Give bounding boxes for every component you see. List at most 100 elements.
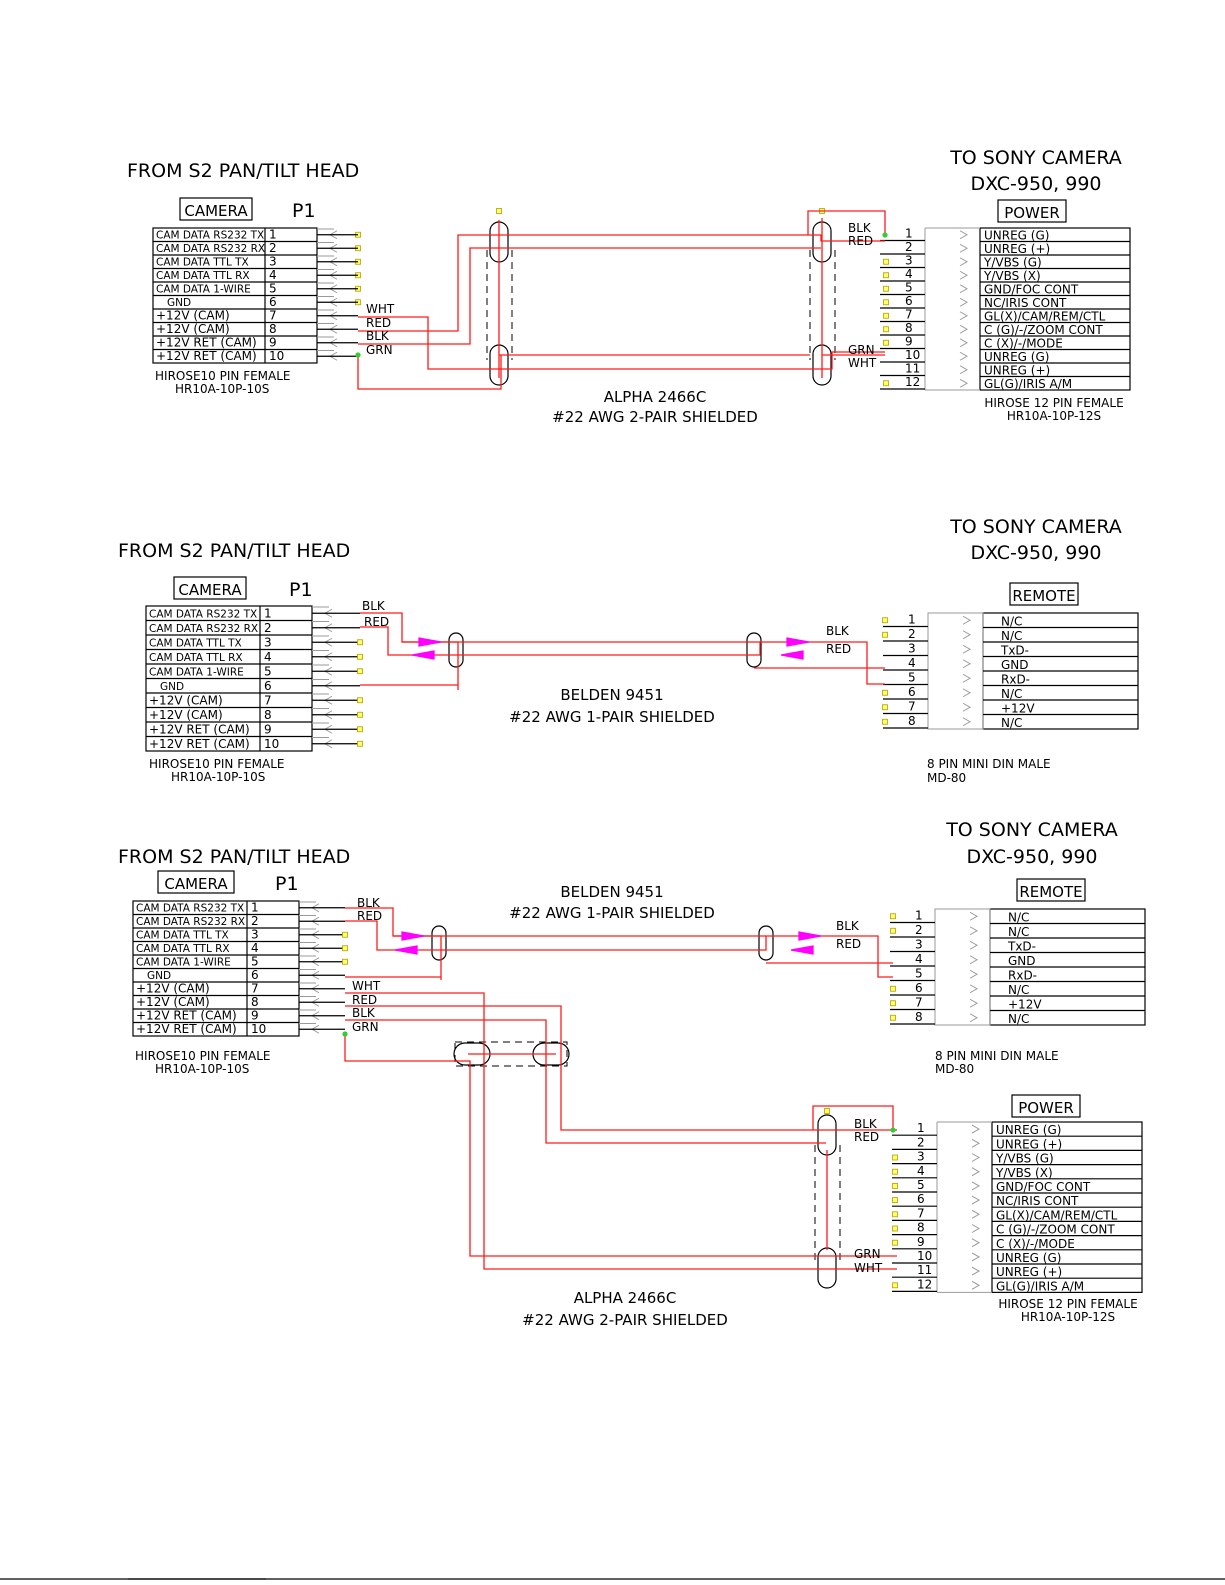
camera-pin-label: +12V (CAM) [149, 694, 223, 708]
wire-grn [344, 1034, 897, 1257]
socket-chevron [971, 1124, 981, 1134]
belden-awg-label-3: #22 AWG 1-PAIR SHIELDED [509, 904, 715, 922]
terminal-marker [883, 380, 889, 387]
socket-chevron [962, 615, 972, 625]
terminal-marker [357, 653, 363, 660]
camera-title-1-frame [179, 197, 253, 221]
terminal-marker [357, 639, 363, 646]
power-pin-label: NC/IRIS CONT [996, 1194, 1079, 1208]
wire-label-blk-3d: BLK [854, 1117, 878, 1131]
socket-chevron [959, 230, 969, 240]
remote-pin-number: 6 [915, 981, 923, 995]
power-pin-number: 1 [917, 1121, 925, 1135]
camera-pin-number: 3 [264, 636, 272, 650]
remote-pin-label: GND [1001, 658, 1029, 672]
socket-chevron [959, 270, 969, 280]
camera-pin-label: CAM DATA 1-WIRE [149, 667, 244, 679]
wire-label-grn-1b: GRN [848, 343, 875, 357]
camera-pin-number: 2 [251, 914, 259, 928]
remote-pin-number: 8 [908, 714, 916, 728]
power-pin-number: 10 [917, 1249, 932, 1263]
camera-pin-number: 4 [269, 268, 277, 282]
camera-pin-number: 9 [269, 336, 277, 350]
signal-arrow-right [786, 637, 810, 647]
power-pin-number: 9 [905, 335, 913, 349]
remote-gray-frame [934, 908, 991, 1026]
wire-label-grn-3: GRN [352, 1020, 379, 1034]
power-title-1-frame [997, 199, 1067, 223]
power-pin-label: UNREG (G) [984, 350, 1049, 364]
power-pin-number: 9 [917, 1235, 925, 1249]
wire-red [360, 626, 885, 685]
camera-pin-number: 3 [251, 928, 259, 942]
remote-pin-label: N/C [1008, 925, 1029, 939]
remote-pin-number: 3 [908, 642, 916, 656]
wire-label-red-3c: RED [352, 993, 377, 1007]
wire-label-wht-3b: WHT [854, 1261, 883, 1275]
power-title-1: POWER [1004, 204, 1060, 222]
remote-pin-number: 1 [908, 613, 916, 627]
terminal-marker [357, 726, 363, 733]
shield-dashed-box [454, 1041, 568, 1067]
terminal-marker [883, 258, 889, 265]
power-pin-label: GL(G)/IRIS A/M [996, 1279, 1084, 1293]
camera-title-3: CAMERA [164, 875, 228, 893]
hirose12-label-3: HIROSE 12 PIN FEMALE [998, 1297, 1137, 1311]
terminal-marker [357, 668, 363, 675]
mini-din-label-3: 8 PIN MINI DIN MALE [935, 1049, 1059, 1063]
terminal-marker [882, 617, 888, 624]
remote-pin-label: N/C [1008, 911, 1029, 925]
from-label-2: FROM S2 PAN/TILT HEAD [118, 540, 350, 562]
socket-chevron [962, 688, 972, 698]
wire-label-grn-3b: GRN [854, 1247, 881, 1261]
socket-chevron [969, 969, 979, 979]
wire-loop [807, 210, 886, 235]
wire-red [345, 1005, 897, 1131]
socket-chevron [971, 1280, 981, 1290]
from-label-1: FROM S2 PAN/TILT HEAD [127, 160, 359, 182]
terminal-marker [883, 312, 889, 319]
socket-chevron [959, 284, 969, 294]
remote-pin-number: 7 [908, 700, 916, 714]
wire-label-blk-3b: BLK [836, 919, 860, 933]
socket-chevron [969, 911, 979, 921]
power-pin-number: 8 [905, 321, 913, 335]
power-pin-label: UNREG (G) [996, 1123, 1061, 1137]
camera-pin-label: +12V RET (CAM) [149, 737, 250, 751]
socket-chevron [959, 311, 969, 321]
remote-title-2-frame [1009, 582, 1079, 606]
alpha-awg-label-3: #22 AWG 2-PAIR SHIELDED [522, 1311, 728, 1329]
camera-pin-label: CAM DATA TTL TX [136, 930, 229, 942]
socket-chevron [969, 940, 979, 950]
power-pin-number: 7 [917, 1206, 925, 1220]
terminal-marker [890, 1000, 896, 1007]
terminal-marker [882, 718, 888, 725]
socket-chevron [971, 1238, 981, 1248]
power-pin-number: 7 [905, 308, 913, 322]
camera-pin-label: +12V RET (CAM) [156, 349, 257, 363]
terminal-marker [342, 931, 348, 938]
to-camera-label-3: TO SONY CAMERA [945, 819, 1118, 841]
camera-model-label-3: DXC-950, 990 [967, 846, 1098, 868]
camera-title-2-frame [173, 576, 247, 600]
socket-chevron [969, 998, 979, 1008]
wire-label-blk-1b: BLK [848, 221, 872, 235]
camera-pin-number: 7 [264, 694, 272, 708]
signal-arrow-right [798, 931, 822, 941]
remote-pin-label: N/C [1001, 716, 1022, 730]
belden-label-3: BELDEN 9451 [560, 883, 663, 901]
camera-pin-label: +12V (CAM) [149, 708, 223, 722]
terminal-marker [357, 697, 363, 704]
mini-din-part-2: MD-80 [927, 771, 966, 785]
power-pin-label: C (X)/-/MODE [996, 1237, 1075, 1251]
camera-pin-number: 7 [251, 982, 259, 996]
power-pin-number: 11 [917, 1263, 932, 1277]
power-pin-label: C (X)/-/MODE [984, 337, 1063, 351]
power-pin-number: 6 [905, 294, 913, 308]
camera-pin-label: GND [167, 297, 191, 309]
power-pin-label: UNREG (+) [984, 364, 1050, 378]
cable-capsule [817, 1114, 837, 1156]
camera-pin-number: 10 [251, 1022, 266, 1036]
camera-pin-label: CAM DATA TTL RX [156, 270, 250, 282]
hirose12-part-3: HR10A-10P-12S [1021, 1310, 1115, 1324]
